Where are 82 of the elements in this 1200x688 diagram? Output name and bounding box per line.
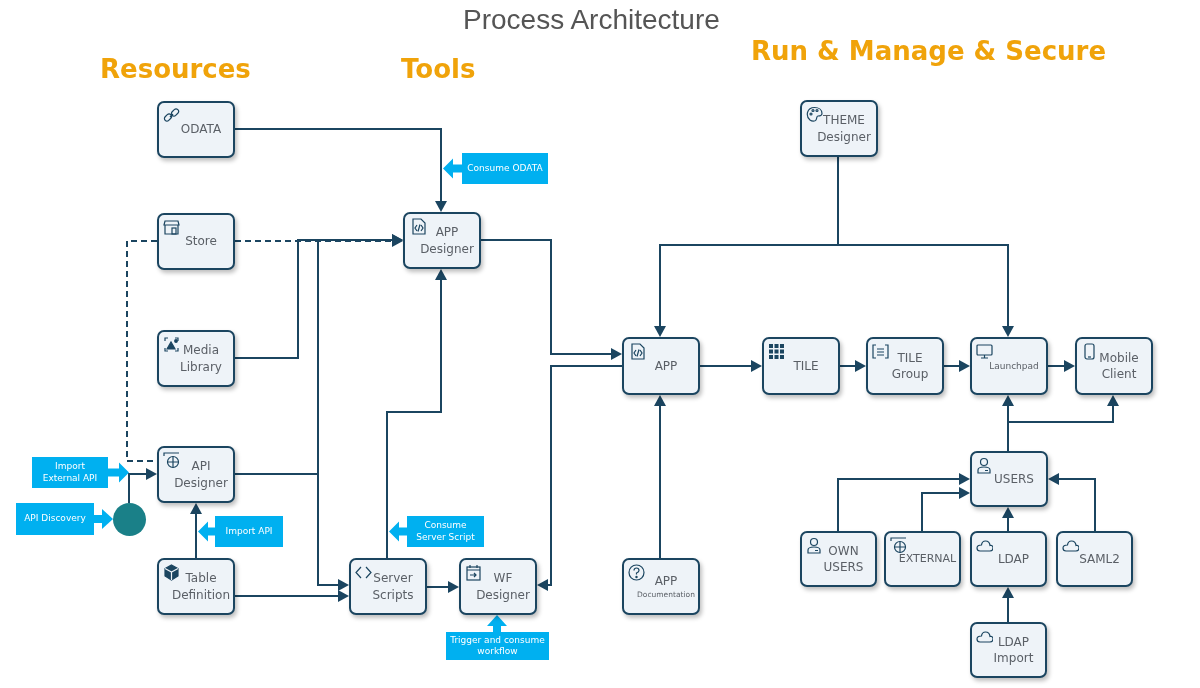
node-label: Mobile Client <box>1098 349 1140 383</box>
node-label: SAML2 <box>1079 550 1120 568</box>
process-box <box>970 622 1047 678</box>
block-arrow-callout <box>443 153 548 184</box>
dashed-connector <box>126 240 158 462</box>
process-box <box>157 558 235 615</box>
callout-text: Consume Server Script <box>415 520 476 543</box>
callout-box <box>16 503 94 535</box>
section-heading: Resources <box>100 54 251 84</box>
process-box <box>800 100 878 157</box>
process-box <box>157 330 235 387</box>
callout-text: Import External API <box>41 461 99 484</box>
node-label: Launchpad <box>989 359 1039 373</box>
node-label: THEME Designer <box>816 112 872 145</box>
section-heading: Tools <box>401 54 476 84</box>
process-box <box>970 337 1048 395</box>
process-box <box>800 531 877 587</box>
arrow <box>386 269 447 559</box>
process-box <box>866 337 944 395</box>
arrow <box>1002 587 1014 623</box>
arrow <box>190 503 202 559</box>
arrow <box>1048 473 1096 532</box>
node-label: TILE Group <box>890 349 930 383</box>
callout-text: Consume ODATA <box>467 162 543 175</box>
process-box <box>1075 337 1153 395</box>
arrow <box>234 473 349 591</box>
block-arrow <box>487 615 507 632</box>
arrow <box>1007 395 1119 452</box>
arrow <box>837 156 1014 337</box>
arrow <box>943 360 970 372</box>
arrow <box>699 360 762 372</box>
block-arrow-callout <box>389 516 484 547</box>
block-arrow-callout <box>32 457 129 488</box>
arrow <box>234 590 349 602</box>
arrow <box>921 487 970 532</box>
arrow <box>837 473 970 532</box>
node-label: USERS <box>994 470 1034 488</box>
process-box <box>622 337 700 395</box>
arrow <box>234 128 447 212</box>
callout-text: Trigger and consume workflow <box>449 634 546 658</box>
node-label: Media Library <box>179 342 223 375</box>
node-label: APP <box>654 573 678 590</box>
process-box <box>157 101 235 158</box>
arrow <box>1047 360 1075 372</box>
process-box <box>970 531 1047 587</box>
process-box <box>157 446 235 503</box>
node-label: OWN USERS <box>822 542 865 576</box>
diagram-title: Process Architecture <box>463 4 720 36</box>
callout-text: Import API <box>225 525 273 538</box>
process-box <box>622 558 700 615</box>
callout-text: API Discovery <box>24 513 86 525</box>
node-label: APP <box>654 357 678 375</box>
block-arrow-callout <box>198 516 283 547</box>
node-label: APP Designer <box>419 224 475 257</box>
process-box <box>349 558 427 615</box>
block-arrow <box>94 509 113 529</box>
arrow <box>426 581 459 593</box>
node-label: LDAP Import <box>992 633 1035 667</box>
arrow <box>480 239 622 360</box>
process-box <box>884 531 961 587</box>
node-label: Server Scripts <box>371 570 415 603</box>
node-label: ODATA <box>180 121 222 138</box>
arrow <box>537 365 623 591</box>
circle-badge <box>113 503 146 536</box>
node-label: TILE <box>793 357 819 375</box>
node-label: Table Definition <box>171 570 231 603</box>
arrow <box>839 360 866 372</box>
process-box <box>762 337 840 395</box>
node-label: LDAP <box>997 550 1030 568</box>
process-box <box>1056 531 1133 587</box>
process-box <box>970 451 1048 507</box>
process-box <box>403 212 481 269</box>
arrow <box>128 468 157 504</box>
arrow <box>1002 507 1014 532</box>
process-box <box>459 558 537 615</box>
node-label: EXTERNAL <box>898 551 957 567</box>
process-box <box>157 213 235 270</box>
node-label: API Designer <box>173 458 229 491</box>
node-label: Store <box>185 233 217 250</box>
arrow <box>654 395 666 559</box>
node-label: WF Designer <box>475 570 531 603</box>
section-heading: Run & Manage & Secure <box>751 36 1107 66</box>
